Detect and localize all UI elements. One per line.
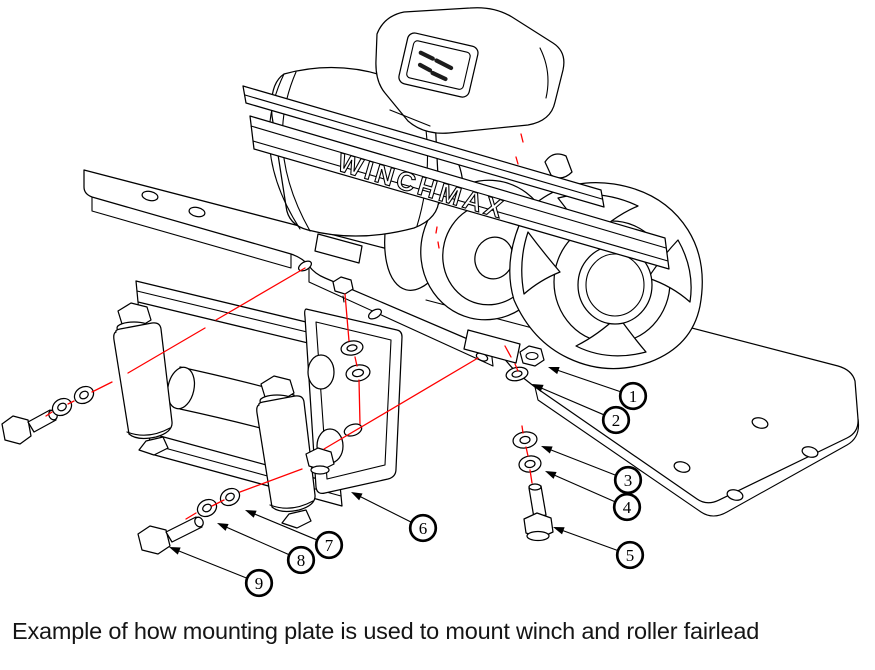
- plate-hole: [188, 206, 206, 218]
- leader-arrowhead: [351, 492, 363, 501]
- leader-arrowhead: [541, 446, 553, 454]
- stud-nut: [332, 276, 354, 295]
- leader-line: [248, 511, 317, 541]
- fairlead-bracket: [304, 308, 403, 494]
- plate-slot: [297, 260, 313, 272]
- leader-line: [551, 367, 621, 393]
- axis-bracket-top: [344, 293, 361, 425]
- callout-number: 5: [626, 546, 635, 565]
- roller-bottom-nut: [281, 509, 312, 529]
- left-vertical-roller: [113, 302, 173, 456]
- axis-winch-bolt: [504, 345, 533, 484]
- washer-4: [518, 455, 542, 473]
- callout-circle: [615, 540, 645, 570]
- winchmax-logo-plate: [398, 32, 479, 98]
- washer: [73, 385, 95, 405]
- callout-number: 3: [624, 471, 633, 490]
- callout-number: 6: [419, 519, 428, 538]
- bolt-9: [137, 516, 204, 555]
- callout-number: 4: [623, 498, 632, 517]
- axis-top-dashes: [515, 133, 524, 165]
- axis-stud: [435, 226, 440, 249]
- washer-2: [505, 366, 529, 382]
- callout-2: 2: [532, 384, 631, 435]
- callout-8: 8: [217, 523, 316, 575]
- callout-circle: [286, 545, 316, 575]
- callout-circle: [408, 513, 438, 543]
- leader-line: [172, 547, 247, 579]
- callout-number: 1: [629, 387, 638, 406]
- spoke-cutout: [575, 315, 647, 357]
- plate-hole: [801, 446, 819, 458]
- callout-6: 6: [351, 492, 438, 543]
- winch-assembly: WINCHMAX: [242, 7, 703, 370]
- plate-hole: [726, 489, 744, 501]
- fasteners: [1, 340, 554, 555]
- bracket-bolt-head: [305, 447, 335, 471]
- plate-slot: [367, 308, 383, 320]
- winch-feet: [314, 233, 521, 364]
- leader-arrowhead: [548, 366, 560, 375]
- winch-control-box: [375, 7, 565, 134]
- right-vertical-roller: [256, 375, 316, 529]
- washer-7: [219, 487, 241, 507]
- washer-8: [196, 498, 218, 518]
- tie-bar-upper: [242, 85, 605, 208]
- callout-3: 3: [541, 446, 643, 495]
- callout-circle: [613, 465, 643, 495]
- callout-4: 4: [545, 471, 642, 522]
- leader-line: [220, 524, 289, 556]
- plate-hole: [141, 190, 159, 202]
- callout-circle: [314, 530, 344, 560]
- spoke-cutout: [521, 231, 561, 295]
- roller-fairlead: [113, 280, 403, 529]
- leader-arrowhead: [169, 547, 181, 555]
- washer-3: [512, 431, 538, 449]
- callout-number: 9: [255, 574, 264, 593]
- plate-hole: [673, 461, 691, 473]
- callout-circle: [618, 381, 648, 411]
- callout-layer: 12 3 4 5 6 78 9: [169, 366, 648, 598]
- plate-front-lip: [91, 196, 860, 517]
- diagram-canvas: WINCHMAX: [1, 7, 860, 598]
- assembly-axis-lines: [45, 133, 533, 520]
- leader-arrowhead: [553, 527, 565, 535]
- fairlead-bolt-left: [1, 409, 58, 445]
- logo-marks: [417, 50, 454, 82]
- nut-1: [519, 345, 545, 367]
- figure-caption: Example of how mounting plate is used to…: [12, 618, 760, 644]
- callout-7: 7: [245, 510, 344, 560]
- bolt-5: [523, 483, 554, 542]
- leader-line: [535, 385, 604, 416]
- callout-9: 9: [169, 547, 274, 598]
- leader-arrowhead: [545, 471, 557, 479]
- leader-line: [548, 472, 615, 503]
- callout-number: 2: [612, 411, 621, 430]
- callout-1: 1: [548, 366, 648, 411]
- leader-line: [544, 446, 616, 476]
- leader-arrowhead: [245, 510, 257, 518]
- leader-line: [354, 493, 412, 523]
- bracket-cutout: [307, 354, 335, 390]
- plate-holes: [141, 190, 819, 501]
- callout-5: 5: [553, 527, 645, 570]
- callout-circle: [601, 405, 631, 435]
- axis-left-roller: [45, 267, 306, 417]
- winch-clutch-housing: [509, 153, 703, 370]
- leader-line: [556, 527, 618, 551]
- callout-circle: [244, 568, 274, 598]
- callout-number: 8: [297, 551, 306, 570]
- roller-bottom-nut: [138, 436, 169, 456]
- axis-bracket-bolt: [185, 357, 479, 520]
- callout-circle: [612, 492, 642, 522]
- plate-hole: [751, 417, 769, 429]
- callout-number: 7: [325, 536, 334, 555]
- leader-arrowhead: [532, 384, 544, 392]
- leader-arrowhead: [217, 523, 229, 531]
